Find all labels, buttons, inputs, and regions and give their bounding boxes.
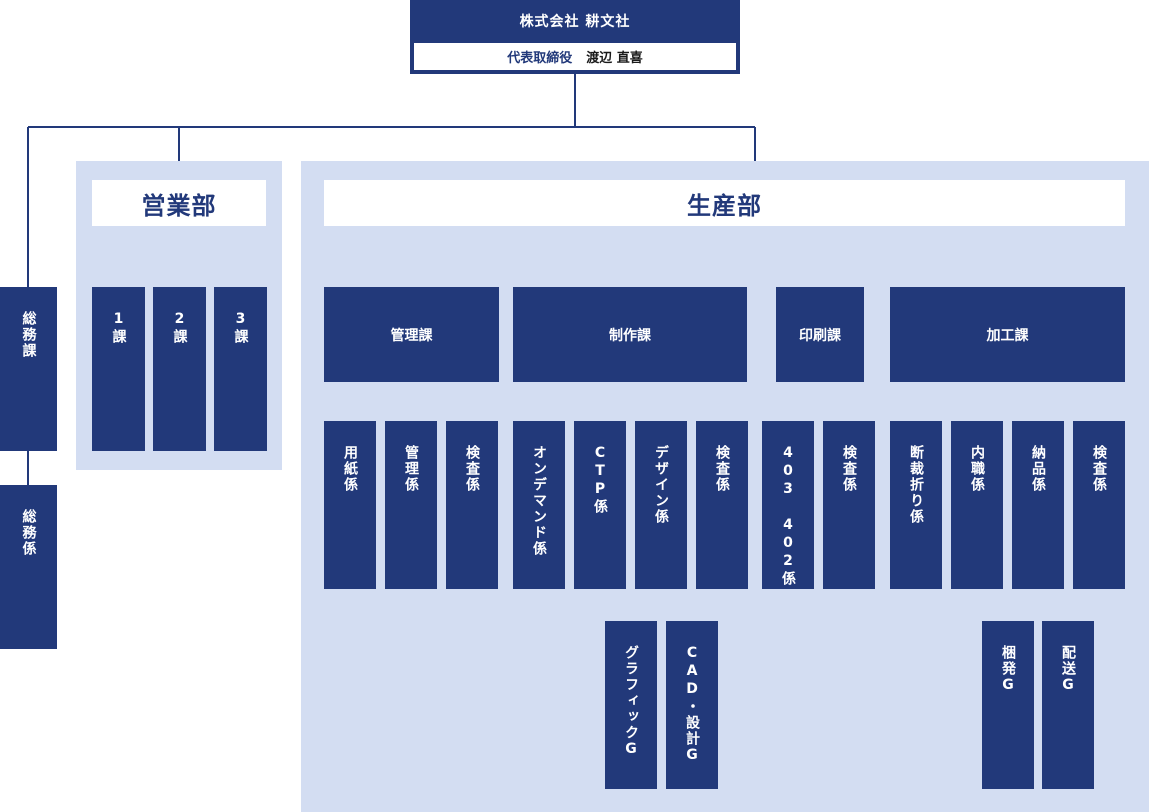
division-label: 印刷課 bbox=[799, 327, 841, 344]
team-box: 検査係 bbox=[823, 421, 875, 589]
division-label: 管理課 bbox=[390, 327, 433, 344]
team-box: 検査係 bbox=[1073, 421, 1125, 589]
team-label: 用紙係 bbox=[342, 445, 358, 493]
team-label: 納品係 bbox=[1030, 445, 1046, 493]
team-box: 用紙係 bbox=[324, 421, 376, 589]
team-label: CTP係 bbox=[592, 445, 608, 515]
division-label: 加工課 bbox=[986, 327, 1029, 344]
group-box: 梱発G bbox=[982, 621, 1034, 789]
division-label: 制作課 bbox=[609, 327, 651, 344]
division-seisaku: 制作課 bbox=[513, 287, 747, 382]
team-box: オンデマンド係 bbox=[513, 421, 565, 589]
ceo-title: 代表取締役 bbox=[507, 51, 573, 66]
sales-section-2: 2課 bbox=[153, 287, 206, 451]
group-box: 配送G bbox=[1042, 621, 1094, 789]
team-box: 管理係 bbox=[385, 421, 437, 589]
team-box: 403 402係 bbox=[762, 421, 814, 589]
sales-section-label: 1課 bbox=[110, 311, 127, 345]
team-label: 検査係 bbox=[1091, 445, 1107, 493]
group-label: グラフィックG bbox=[623, 645, 639, 759]
team-box: 検査係 bbox=[696, 421, 748, 589]
group-box: CAD・設計G bbox=[666, 621, 718, 789]
team-label: 管理係 bbox=[403, 445, 419, 493]
company-name: 株式会社 耕文社 bbox=[519, 14, 631, 30]
group-label: CAD・設計G bbox=[684, 645, 700, 765]
company-box: 株式会社 耕文社 代表取締役 渡辺 直喜 bbox=[410, 0, 740, 74]
division-kakou: 加工課 bbox=[890, 287, 1125, 382]
sales-section-3: 3課 bbox=[214, 287, 267, 451]
general-affairs-dept-label: 総務課 bbox=[20, 311, 37, 359]
team-label: 内職係 bbox=[969, 445, 985, 493]
team-label: オンデマンド係 bbox=[531, 445, 547, 557]
ceo-name: 渡辺 直喜 bbox=[586, 51, 643, 66]
general-affairs-dept-box: 総務課 bbox=[0, 287, 57, 451]
ceo-bar: 代表取締役 渡辺 直喜 bbox=[414, 43, 736, 70]
team-box: 断裁折り係 bbox=[890, 421, 942, 589]
group-box: グラフィックG bbox=[605, 621, 657, 789]
team-label: 検査係 bbox=[841, 445, 857, 493]
team-label: デザイン係 bbox=[653, 445, 669, 525]
sales-section-1: 1課 bbox=[92, 287, 145, 451]
sales-section-label: 2課 bbox=[171, 311, 188, 345]
sales-section-label: 3課 bbox=[232, 311, 249, 345]
team-label: 断裁折り係 bbox=[908, 445, 924, 525]
division-insatsu: 印刷課 bbox=[776, 287, 864, 382]
team-label: 403 402係 bbox=[780, 445, 796, 587]
sales-header: 営業部 bbox=[92, 180, 266, 226]
team-box: 内職係 bbox=[951, 421, 1003, 589]
division-kanri: 管理課 bbox=[324, 287, 499, 382]
general-affairs-section-box: 総務係 bbox=[0, 485, 57, 649]
team-label: 検査係 bbox=[714, 445, 730, 493]
group-label: 梱発G bbox=[1000, 645, 1016, 695]
team-box: CTP係 bbox=[574, 421, 626, 589]
team-box: 納品係 bbox=[1012, 421, 1064, 589]
production-header: 生産部 bbox=[324, 180, 1125, 226]
team-box: 検査係 bbox=[446, 421, 498, 589]
group-label: 配送G bbox=[1060, 645, 1076, 695]
team-label: 検査係 bbox=[464, 445, 480, 493]
general-affairs-section-label: 総務係 bbox=[20, 509, 37, 557]
team-box: デザイン係 bbox=[635, 421, 687, 589]
